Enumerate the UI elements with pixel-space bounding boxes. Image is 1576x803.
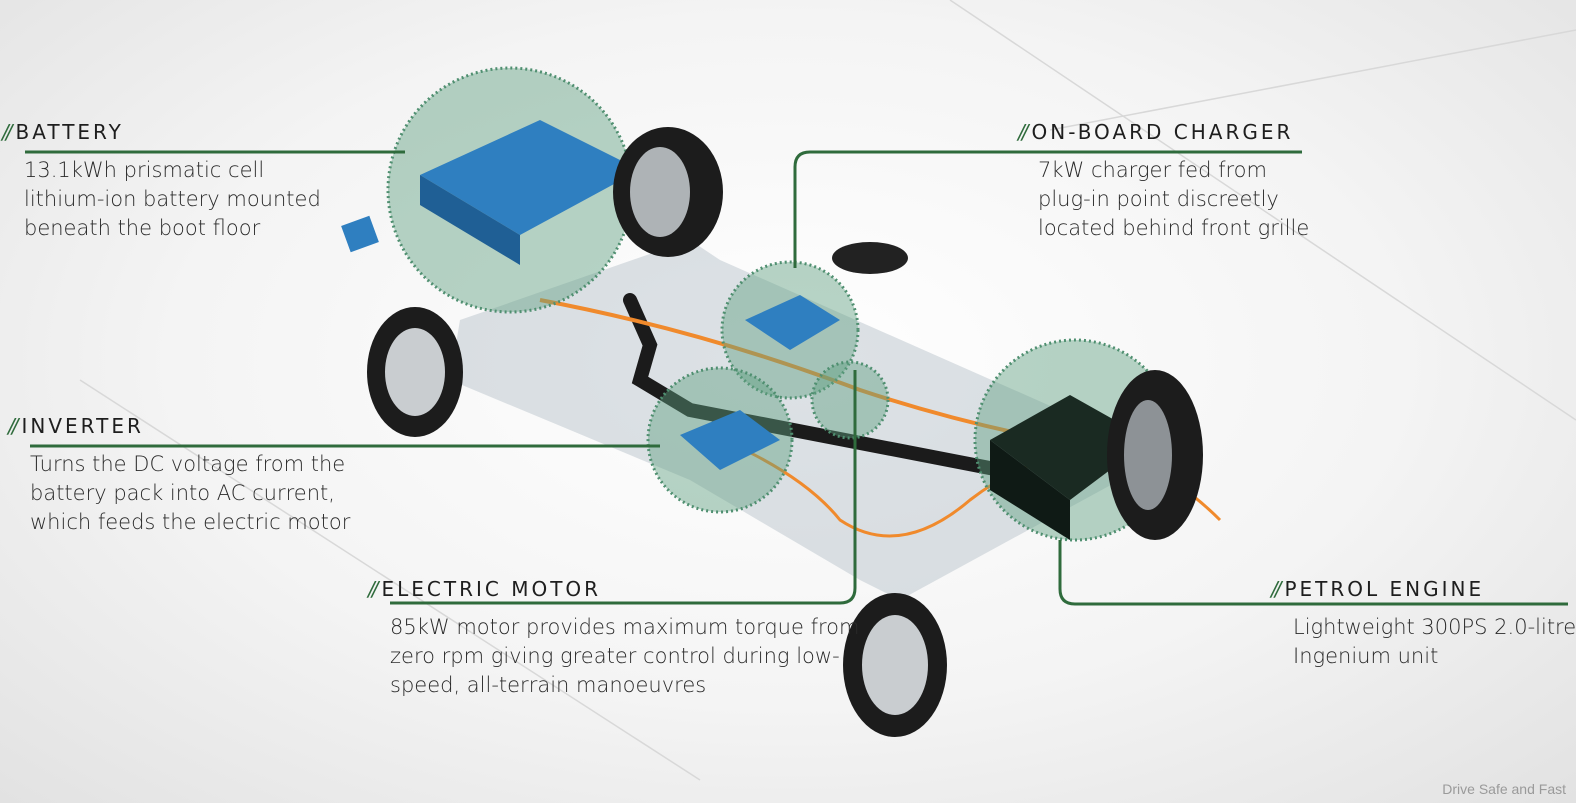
engine-callout: //PETROL ENGINE Lightweight 300PS 2.0-li…	[1271, 577, 1576, 671]
motor-callout: //ELECTRIC MOTOR 85kW motor provides max…	[368, 577, 859, 700]
desc-line: speed, all-terrain manoeuvres	[390, 673, 707, 697]
inverter-callout: //INVERTER Turns the DC voltage from the…	[8, 414, 350, 537]
steering-wheel	[832, 242, 908, 274]
desc-line: plug-in point discreetly	[1038, 187, 1279, 211]
desc-line: beneath the boot floor	[24, 216, 261, 240]
inverter-unit	[680, 410, 780, 470]
motor-title-text: ELECTRIC MOTOR	[381, 577, 602, 601]
motor-title: //ELECTRIC MOTOR	[368, 577, 859, 601]
desc-line: Turns the DC voltage from the	[30, 452, 346, 476]
motor-highlight	[810, 360, 890, 440]
inverter-title-text: INVERTER	[21, 414, 144, 438]
charger-title-text: ON-BOARD CHARGER	[1031, 120, 1294, 144]
wheel-rear-right	[613, 127, 723, 257]
wheels	[367, 127, 1203, 737]
desc-line: battery pack into AC current,	[30, 481, 335, 505]
wheel-front-left	[843, 593, 947, 737]
desc-line: 7kW charger fed from	[1038, 158, 1267, 182]
desc-line: 85kW motor provides maximum torque from	[390, 615, 860, 639]
charger-title: //ON-BOARD CHARGER	[1018, 120, 1309, 144]
engine-description: Lightweight 300PS 2.0-litre Ingenium uni…	[1293, 613, 1576, 671]
desc-line: zero rpm giving greater control during l…	[390, 644, 840, 668]
wheel-rear-left	[367, 307, 463, 437]
engine-title: //PETROL ENGINE	[1271, 577, 1576, 601]
engine-block	[990, 395, 1150, 500]
slash-mark: //	[8, 414, 19, 438]
desc-line: Lightweight 300PS 2.0-litre	[1293, 615, 1576, 639]
charger-unit	[745, 295, 840, 350]
watermark: Drive Safe and Fast	[1442, 781, 1566, 797]
slash-mark: //	[368, 577, 379, 601]
battery-description: 13.1kWh prismatic cell lithium-ion batte…	[24, 156, 321, 243]
charger-callout: //ON-BOARD CHARGER 7kW charger fed from …	[1018, 120, 1309, 243]
slash-mark: //	[1018, 120, 1029, 144]
battery-callout: //BATTERY 13.1kWh prismatic cell lithium…	[2, 120, 321, 243]
rear-module	[341, 215, 379, 253]
motor-description: 85kW motor provides maximum torque from …	[390, 613, 859, 700]
desc-line: lithium-ion battery mounted	[24, 187, 321, 211]
inverter-title: //INVERTER	[8, 414, 350, 438]
wheel-front-right	[1107, 370, 1203, 540]
battery-pack	[420, 120, 640, 235]
slash-mark: //	[2, 120, 13, 144]
desc-line: which feeds the electric motor	[30, 510, 351, 534]
charger-description: 7kW charger fed from plug-in point discr…	[1038, 156, 1309, 243]
battery-title: //BATTERY	[2, 120, 321, 144]
hv-cable	[539, 298, 1051, 442]
charger-leader	[793, 150, 1302, 268]
motor-leader	[390, 370, 857, 605]
desc-line: 13.1kWh prismatic cell	[24, 158, 265, 182]
slash-mark: //	[1271, 577, 1282, 601]
engine-title-text: PETROL ENGINE	[1284, 577, 1485, 601]
battery-title-text: BATTERY	[15, 120, 124, 144]
inverter-description: Turns the DC voltage from the battery pa…	[30, 450, 350, 537]
desc-line: Ingenium unit	[1293, 644, 1439, 668]
leader-lines	[25, 150, 1568, 606]
exhaust-pipe	[623, 293, 1007, 477]
engine-leader	[1058, 540, 1568, 606]
desc-line: located behind front grille	[1038, 216, 1310, 240]
chassis	[450, 240, 1222, 600]
